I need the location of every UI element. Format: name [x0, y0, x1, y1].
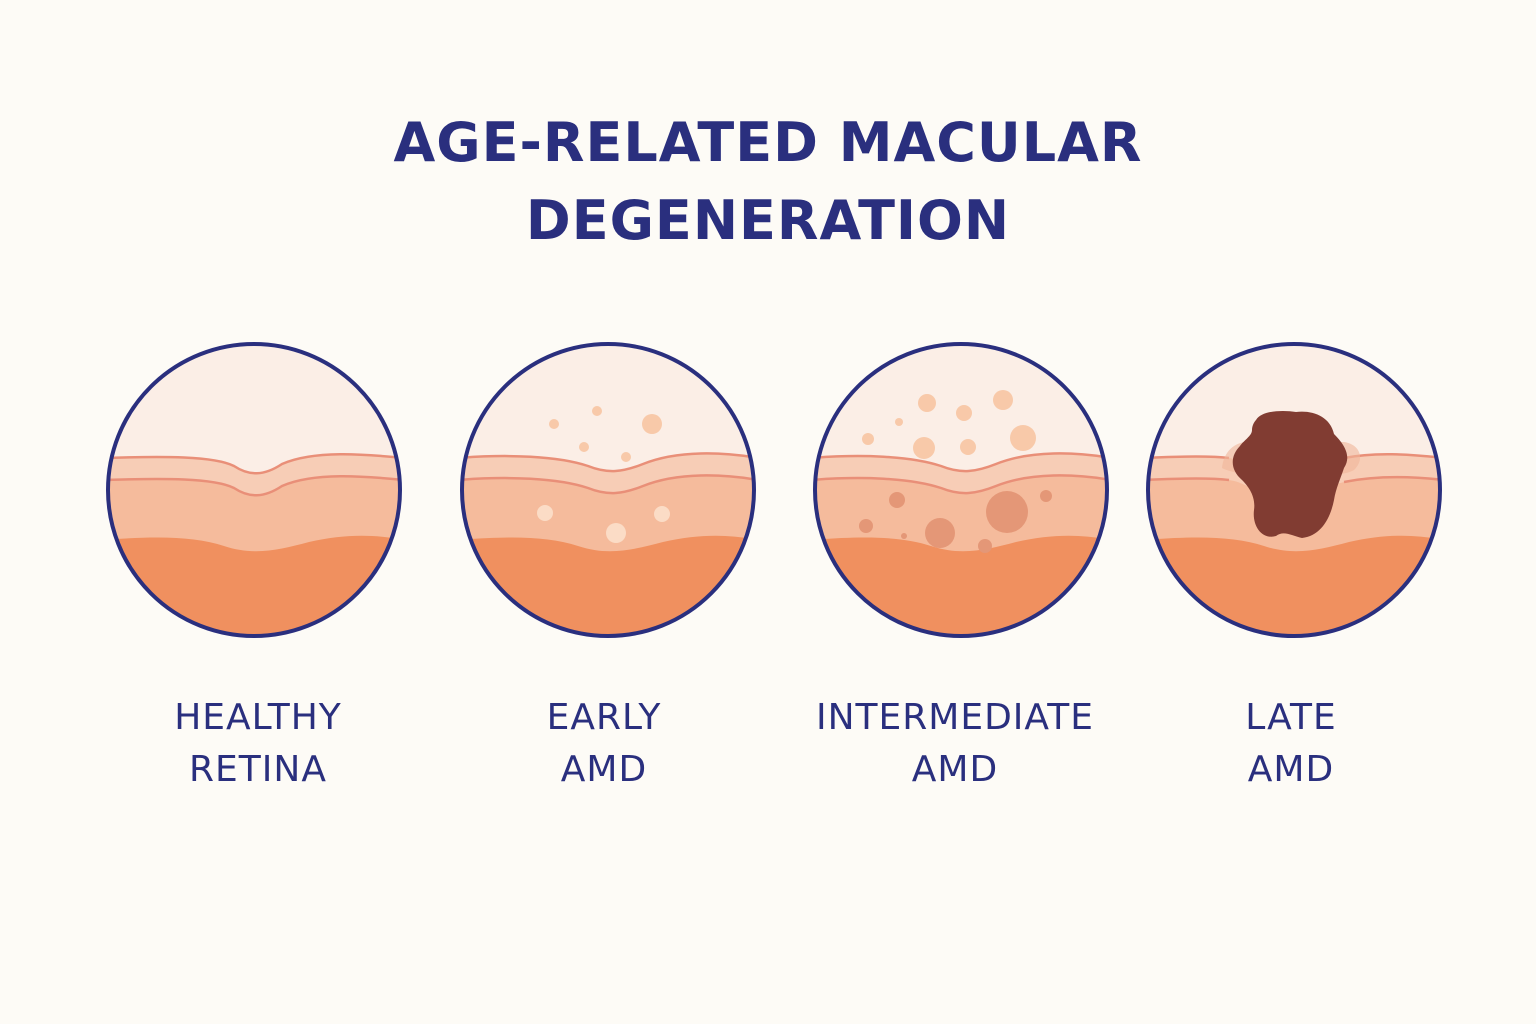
stage-healthy-retina	[104, 340, 404, 640]
druse	[993, 390, 1013, 410]
lens-ring	[106, 342, 402, 638]
late-amd-illustration	[1146, 342, 1442, 638]
druse	[621, 452, 631, 462]
stage-early-amd	[458, 340, 758, 640]
druse	[654, 506, 670, 522]
druse	[960, 439, 976, 455]
druse	[889, 492, 905, 508]
druse	[978, 539, 992, 553]
stage-label-line-1: INTERMEDIATE	[815, 697, 1094, 738]
stage-label-line-2: AMD	[560, 749, 648, 790]
druse	[859, 519, 873, 533]
healthy-retina-illustration	[106, 342, 402, 638]
stage-label-early-amd: EARLY AMD	[434, 692, 774, 796]
stage-label-line-2: AMD	[1247, 749, 1335, 790]
druse	[579, 442, 589, 452]
druse	[895, 418, 903, 426]
druse	[642, 414, 662, 434]
stage-label-line-1: EARLY	[546, 697, 662, 738]
deep-layer	[108, 535, 400, 636]
early-amd-illustration	[460, 342, 756, 638]
stage-intermediate-amd	[811, 340, 1111, 640]
stage-label-healthy-retina: HEALTHY RETINA	[88, 692, 428, 796]
title-line-1: AGE-RELATED MACULAR	[393, 111, 1143, 174]
druse	[862, 433, 874, 445]
lesion	[1232, 410, 1348, 538]
stage-label-line-1: LATE	[1245, 697, 1337, 738]
druse	[986, 491, 1028, 533]
diagram-title: AGE-RELATED MACULAR DEGENERATION	[0, 104, 1536, 260]
stage-label-line-2: AMD	[911, 749, 999, 790]
druse	[606, 523, 626, 543]
druse	[1010, 425, 1036, 451]
druse	[913, 437, 935, 459]
druse	[1040, 490, 1052, 502]
stage-label-late-amd: LATE AMD	[1121, 692, 1461, 796]
druse	[592, 406, 602, 416]
intermediate-amd-illustration	[813, 342, 1109, 638]
druse	[918, 394, 936, 412]
druse	[956, 405, 972, 421]
druse	[925, 518, 955, 548]
druse	[549, 419, 559, 429]
stage-late-amd	[1144, 340, 1444, 640]
druse	[901, 533, 907, 539]
title-line-2: DEGENERATION	[525, 189, 1011, 252]
stage-label-line-2: RETINA	[189, 749, 327, 790]
stage-label-intermediate-amd: INTERMEDIATE AMD	[785, 692, 1125, 796]
druse	[537, 505, 553, 521]
stage-label-line-1: HEALTHY	[174, 697, 342, 738]
